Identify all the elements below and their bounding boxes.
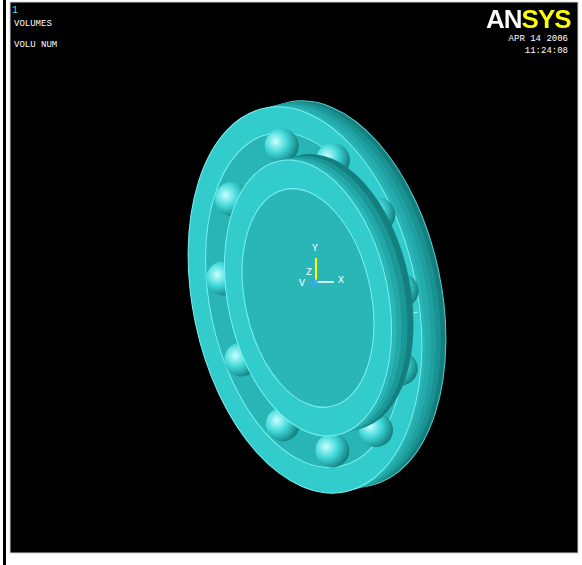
date: APR 14 2006 <box>509 35 568 44</box>
raceway <box>150 100 470 520</box>
inner-ring <box>201 138 438 451</box>
axis-label: V <box>299 279 305 289</box>
numbering-mode: VOLU NUM <box>14 41 57 50</box>
axis-triad <box>311 258 334 286</box>
viewport <box>10 2 578 553</box>
time: 11:24:08 <box>525 47 568 56</box>
window-number: 1 <box>12 6 18 16</box>
plot-type: VOLUMES <box>14 20 52 29</box>
frame-line <box>3 0 6 565</box>
bore <box>200 150 420 450</box>
axis-label: X <box>338 276 344 286</box>
outer-ring <box>155 79 480 515</box>
axis-label: Y <box>312 244 318 254</box>
axis-label: Z <box>306 268 312 278</box>
balls <box>178 107 451 485</box>
logo: ANSYS <box>486 6 571 32</box>
